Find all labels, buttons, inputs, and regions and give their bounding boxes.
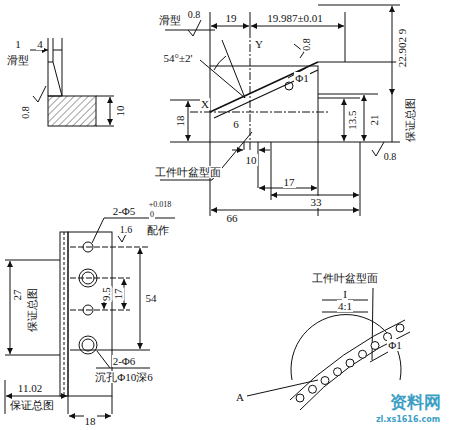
- main-view: [160, 5, 400, 216]
- dimension-text: 6: [232, 118, 240, 130]
- dimension-text: 17: [112, 288, 124, 301]
- view-label: I: [342, 288, 348, 300]
- dimension-text: 22.902 9: [396, 28, 408, 69]
- dimension-text: 1: [14, 38, 22, 50]
- dimension-text: 27: [11, 289, 23, 302]
- note-text: 配作: [146, 224, 170, 236]
- note-text: 滑型: [6, 54, 30, 66]
- diameter-note: Φ1: [294, 72, 310, 84]
- dimension-text: 9.5: [100, 286, 112, 302]
- dimension-text: 13.5: [346, 109, 358, 130]
- dimension-text: 66: [226, 212, 239, 224]
- dimension-text: 10: [245, 154, 258, 166]
- hole-note: 2-Φ5: [112, 205, 137, 217]
- watermark: zl.xs1616.com: [375, 416, 441, 425]
- angle-dimension: 54°±2': [163, 52, 194, 64]
- surface-note: 工件叶盆型面: [311, 272, 379, 284]
- dimension-text: 19.987±0.01: [266, 12, 324, 24]
- surface-note: 工件叶盆型面: [154, 166, 222, 178]
- tolerance-text: 0: [149, 211, 155, 220]
- scale-label: 4:1: [337, 300, 353, 312]
- roughness-value: 0.8: [383, 151, 398, 162]
- dimension-text: 4: [36, 38, 44, 50]
- note-text: 保证总图: [9, 399, 55, 411]
- dimension-text: 33: [310, 196, 323, 208]
- note-text: 保证总图: [26, 287, 38, 333]
- roughness-value: 0.8: [187, 9, 202, 20]
- detail-view: [247, 288, 410, 410]
- roughness-value: 0.8: [20, 105, 31, 120]
- dimension-text: 18: [174, 115, 186, 128]
- note-text: 滑型: [158, 14, 182, 26]
- plate-view: [5, 218, 175, 416]
- hole-note: 2-Φ6: [112, 355, 137, 367]
- dimension-text: 21: [368, 114, 380, 127]
- detail-chain: [296, 324, 404, 402]
- tolerance-text: +0.018: [148, 201, 173, 210]
- section-view: [30, 38, 114, 126]
- axis-label: Y: [254, 38, 264, 50]
- dimension-text: 19: [225, 12, 238, 24]
- dimension-text: 17: [283, 176, 296, 188]
- dimension-text: 10: [114, 105, 126, 118]
- dimension-text: 18: [84, 415, 97, 427]
- hole-note: 沉孔Φ10深6: [94, 371, 154, 383]
- dimension-text: 11.02: [17, 382, 43, 394]
- watermark: 资料网: [389, 393, 442, 412]
- axis-label: X: [200, 98, 210, 110]
- roughness-value: 1.6: [119, 224, 134, 235]
- dimension-text: 54: [145, 292, 158, 304]
- note-text: 保证总图: [404, 97, 416, 143]
- callout-letter: A: [235, 391, 245, 403]
- diameter-note: Φ1: [387, 339, 403, 351]
- roughness-value: 0.8: [301, 37, 312, 52]
